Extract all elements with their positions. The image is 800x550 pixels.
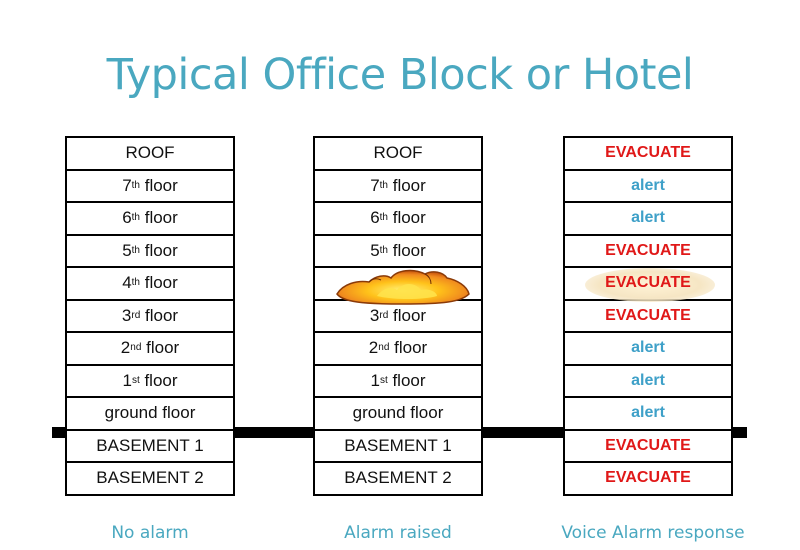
floor-roof: ROOF <box>313 138 483 171</box>
caption-no-alarm: No alarm <box>111 523 189 543</box>
response-basement-1: EVACUATE <box>563 430 733 463</box>
floor-basement-2: BASEMENT 2 <box>65 463 235 496</box>
response-ground: alert <box>563 398 733 431</box>
response-floor-1: alert <box>563 365 733 398</box>
floor-basement-1: BASEMENT 1 <box>313 430 483 463</box>
response-roof: EVACUATE <box>563 138 733 171</box>
floor-roof: ROOF <box>65 138 235 171</box>
building-voice-alarm-response: EVACUATE alert alert EVACUATE EVACUATE E… <box>563 136 733 496</box>
fire-glow-icon <box>585 268 715 302</box>
floor-ground: ground floor <box>65 398 235 431</box>
fire-icon <box>336 269 470 305</box>
response-floor-3: EVACUATE <box>563 300 733 333</box>
page-title: Typical Office Block or Hotel <box>106 50 694 100</box>
response-floor-6: alert <box>563 203 733 236</box>
floor-basement-2: BASEMENT 2 <box>313 463 483 496</box>
floor-ground: ground floor <box>313 398 483 431</box>
response-floor-2: alert <box>563 333 733 366</box>
caption-voice-alarm-response: Voice Alarm response <box>561 523 745 543</box>
floor-basement-1: BASEMENT 1 <box>65 430 235 463</box>
caption-alarm-raised: Alarm raised <box>344 523 452 543</box>
response-floor-5: EVACUATE <box>563 235 733 268</box>
response-floor-7: alert <box>563 170 733 203</box>
response-basement-2: EVACUATE <box>563 463 733 496</box>
